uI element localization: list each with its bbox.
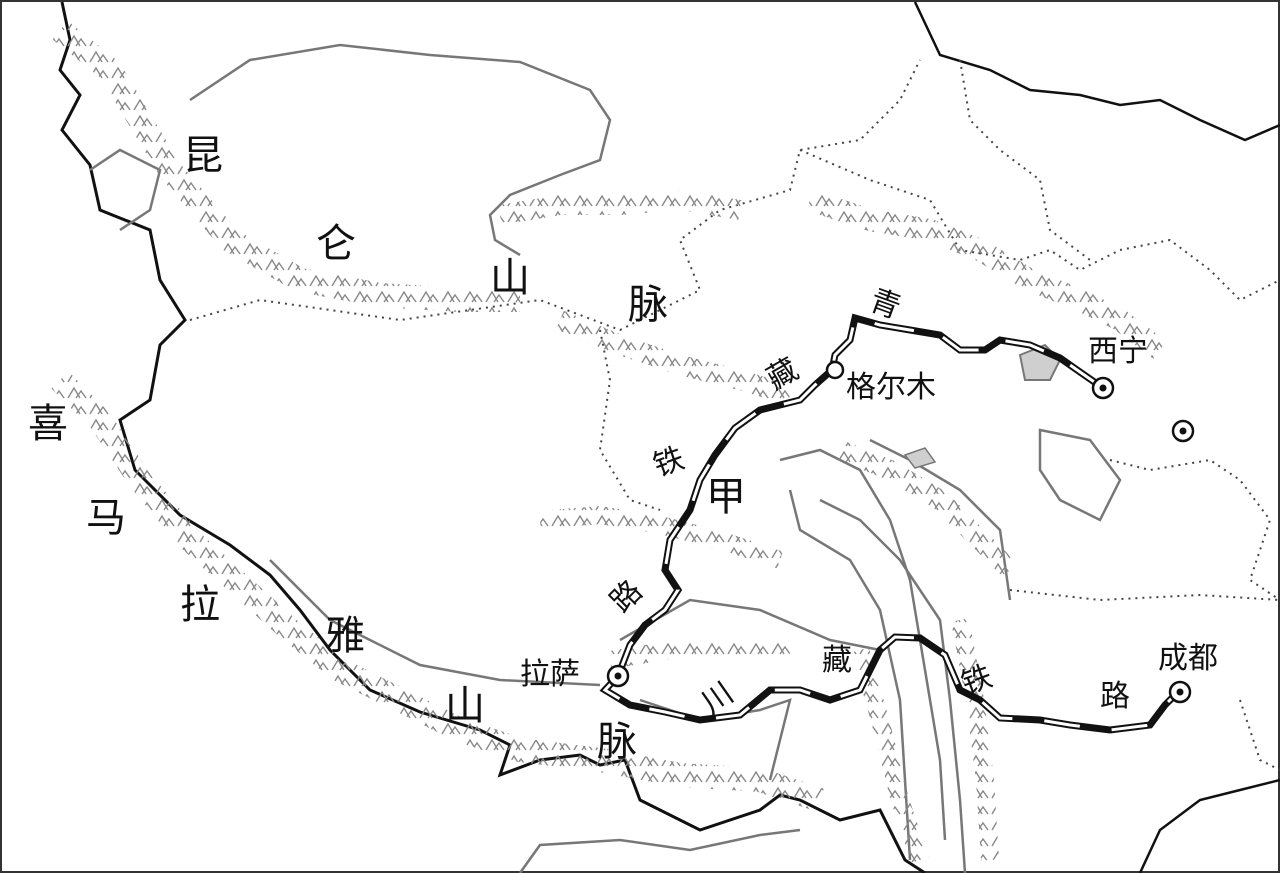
small-lake [903, 447, 937, 469]
himalaya-label-char-2: 马 [86, 495, 126, 541]
city-label-lhasa: 拉萨 [520, 657, 580, 692]
city-symbol-lhasa [606, 664, 630, 688]
chuanzang-railway [599, 633, 1181, 734]
national-border-north [913, 1, 1280, 142]
himalaya-label-char-3: 拉 [180, 582, 220, 628]
city-symbol-xining [1091, 376, 1115, 400]
kunlun-label-char-3: 山 [490, 255, 530, 301]
rivers [89, 43, 1122, 873]
city-label-xining: 西宁 [1088, 334, 1148, 369]
kunlun-label-char-2: 仑 [316, 221, 356, 267]
city-symbol-lanzhou [1171, 419, 1195, 443]
city-label-chengdu: 成都 [1158, 641, 1218, 676]
chuanzang-label-char-4: 路 [1100, 679, 1130, 714]
kunlun-label-char-4: 脉 [628, 282, 668, 328]
himalaya-label-char-6: 脉 [597, 719, 637, 765]
city-symbol-chengdu [1168, 680, 1192, 704]
himalaya-label-char-1: 喜 [28, 401, 68, 447]
qingzang-railway [614, 313, 1105, 678]
city-symbol-golmud [825, 360, 845, 380]
chuanzang-label-char-2: 藏 [822, 643, 852, 678]
himalaya-label-char-5: 山 [445, 683, 485, 729]
city-label-golmud: 格尔木 [846, 370, 936, 405]
mountain-ranges [51, 20, 1167, 863]
himalaya-label-char-4: 雅 [325, 613, 365, 659]
marker-jia-label: 甲 [706, 474, 746, 520]
kunlun-label-char-1: 昆 [183, 133, 223, 179]
national-border-south [1138, 778, 1280, 873]
province-borders [189, 59, 1280, 771]
